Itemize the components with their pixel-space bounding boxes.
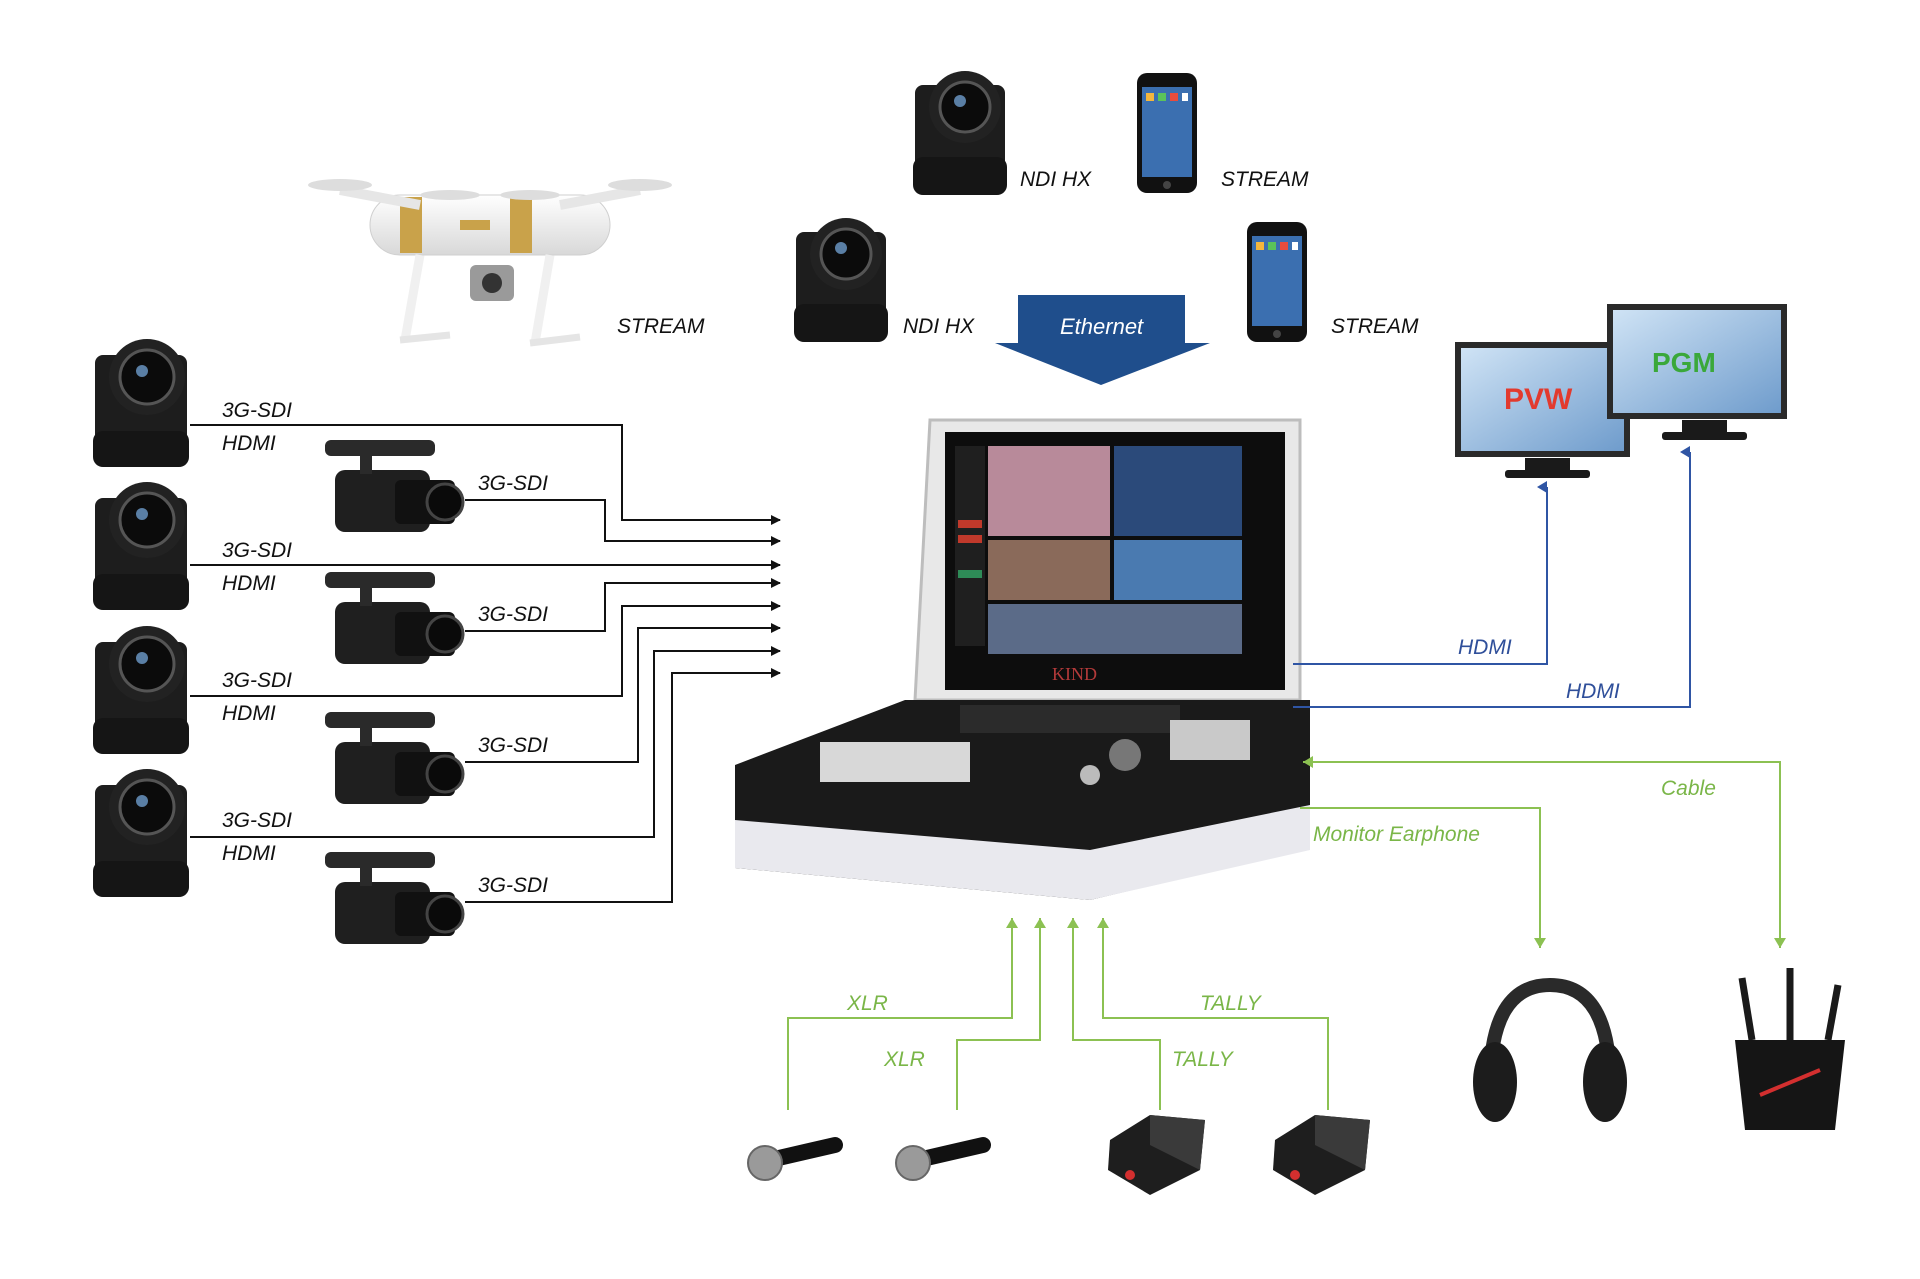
input-4-hdmi-label: HDMI: [222, 842, 276, 865]
earphone-line: [1300, 807, 1546, 948]
router-icon: [1735, 968, 1845, 1130]
ptz-top-ndi-label: NDI HX: [1020, 168, 1092, 191]
microphone-2: [895, 1137, 991, 1181]
video-switcher: [735, 418, 1310, 900]
tally-line-1: [1067, 918, 1161, 1110]
tally-label-2: TALLY: [1172, 1048, 1235, 1071]
camcorder-4: [325, 852, 465, 944]
ptz-camera-mid: [794, 218, 888, 342]
ptz-camera-1: [93, 339, 189, 467]
left-input-lines: [190, 424, 781, 903]
cam3-line: [465, 623, 781, 763]
input-3-sdi-label: 3G-SDI: [222, 669, 292, 692]
pvw-label: PVW: [1504, 383, 1573, 416]
headphones-icon: [1473, 977, 1627, 1122]
pvw-monitor: [1455, 342, 1630, 478]
ptz-camera-2: [93, 482, 189, 610]
ethernet-label: Ethernet: [1060, 314, 1144, 339]
pgm-monitor: [1607, 304, 1787, 440]
hdmi-line-pgm: [1293, 446, 1691, 708]
cam4-line: [465, 668, 781, 903]
xlr-line-2: [956, 918, 1046, 1110]
input-2-sdi-label: 3G-SDI: [222, 539, 292, 562]
camcorder-2: [325, 572, 465, 664]
phone-mid-stream-label: STREAM: [1331, 315, 1419, 338]
drone: [308, 179, 672, 347]
xlr-line-1: [787, 918, 1018, 1110]
tally-label-1: TALLY: [1200, 992, 1263, 1015]
cam2-line: [465, 578, 781, 632]
ptz-mid-ndi-label: NDI HX: [903, 315, 975, 338]
tally-box-2: [1273, 1115, 1370, 1195]
camcorder-1: [325, 440, 465, 532]
camcorder-1-sdi-label: 3G-SDI: [478, 472, 548, 495]
ethernet-arrow: [995, 295, 1210, 385]
switcher-brand: KIND: [1052, 664, 1097, 684]
hdmi-lines: [1293, 446, 1691, 708]
ptz-camera-top: [913, 71, 1007, 195]
ptz3-line: [190, 601, 781, 697]
drone-stream-label: STREAM: [617, 315, 705, 338]
peripheral-lines: [787, 756, 1786, 1110]
ptz-camera-4: [93, 769, 189, 897]
ptz-camera-3: [93, 626, 189, 754]
pgm-label: PGM: [1652, 347, 1716, 378]
tally-box-1: [1108, 1115, 1205, 1195]
phone-top-stream-label: STREAM: [1221, 168, 1309, 191]
phone-top: [1137, 73, 1197, 193]
input-4-sdi-label: 3G-SDI: [222, 809, 292, 832]
ptz1-line: [190, 424, 781, 525]
camcorder-2-sdi-label: 3G-SDI: [478, 603, 548, 626]
monitor-earphone-label: Monitor Earphone: [1313, 823, 1480, 846]
camcorder-3: [325, 712, 465, 804]
cam1-line: [465, 499, 781, 546]
xlr-label-1: XLR: [846, 992, 888, 1015]
ptz4-line: [190, 646, 781, 838]
phone-mid: [1247, 222, 1307, 342]
camcorder-4-sdi-label: 3G-SDI: [478, 874, 548, 897]
input-1-sdi-label: 3G-SDI: [222, 399, 292, 422]
input-3-hdmi-label: HDMI: [222, 702, 276, 725]
hdmi-label-pvw: HDMI: [1458, 636, 1512, 659]
input-2-hdmi-label: HDMI: [222, 572, 276, 595]
tally-line-2: [1097, 918, 1329, 1110]
microphone-1: [747, 1137, 843, 1181]
cable-label: Cable: [1661, 777, 1716, 800]
camcorder-3-sdi-label: 3G-SDI: [478, 734, 548, 757]
input-1-hdmi-label: HDMI: [222, 432, 276, 455]
hdmi-line-pvw: [1293, 481, 1548, 665]
xlr-label-2: XLR: [883, 1048, 925, 1071]
hdmi-label-pgm: HDMI: [1566, 680, 1620, 703]
